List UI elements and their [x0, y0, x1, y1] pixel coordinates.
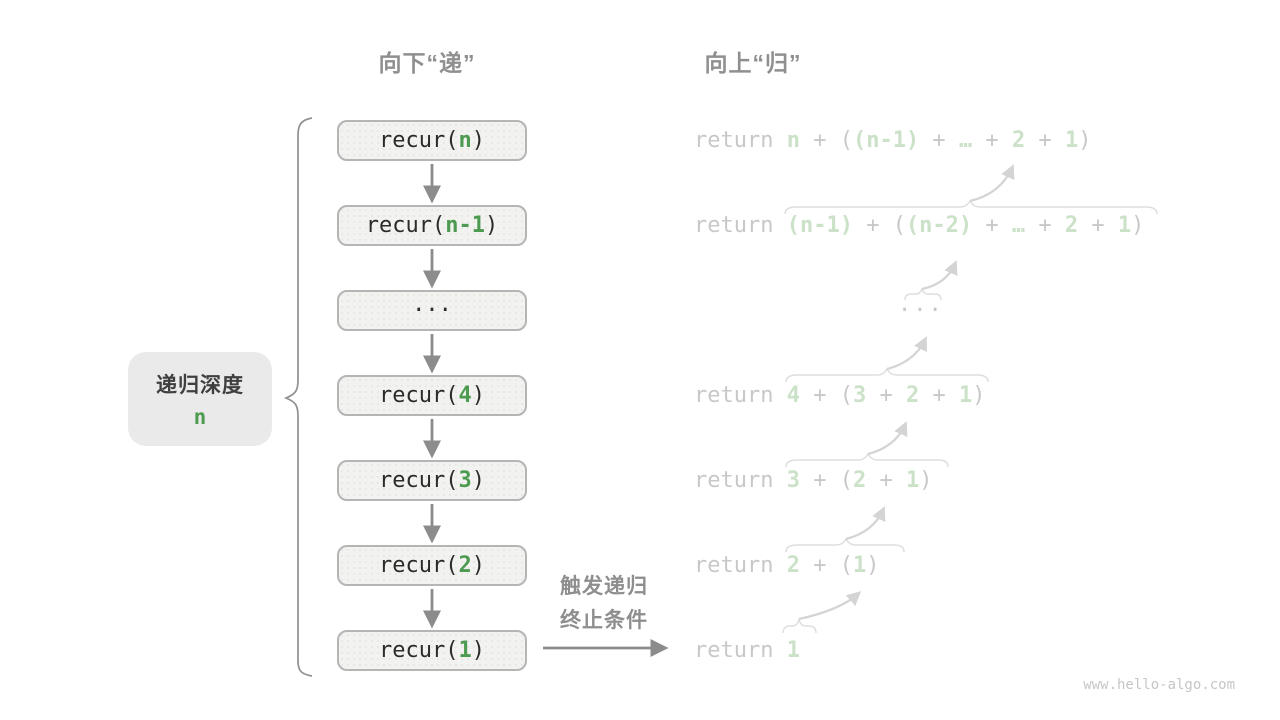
- stack-box-recur-n-1: recur(n-1): [337, 205, 527, 246]
- return-arrow-2: [921, 260, 958, 291]
- stack-box-recur-3: recur(3): [337, 460, 527, 501]
- return-row-ellipsis: ···: [898, 298, 944, 323]
- overbrace-row-6: [785, 537, 905, 553]
- return-arrow-6: [798, 591, 862, 621]
- site-watermark: www.hello-algo.com: [1083, 677, 1235, 693]
- ascend-column-header: 向上“归”: [704, 50, 802, 76]
- termination-annotation-line2: 终止条件: [560, 609, 648, 632]
- return-row-5: return 3 + (2 + 1): [694, 468, 933, 493]
- return-arrow-3: [886, 336, 927, 371]
- return-row-4: return 4 + (3 + 2 + 1): [694, 383, 986, 408]
- return-row-6: return 2 + (1): [694, 553, 880, 578]
- overbrace-row-5: [785, 452, 949, 468]
- return-row-2: return (n-1) + ((n-2) + … + 2 + 1): [694, 213, 1145, 238]
- termination-annotation-line1: 触发递归: [560, 575, 648, 598]
- stack-box-recur-2: recur(2): [337, 545, 527, 586]
- depth-label-title: 递归深度: [156, 374, 244, 397]
- overbrace-row-4: [785, 367, 989, 383]
- depth-label-box: 递归深度 n: [128, 352, 272, 446]
- return-row-1: return n + ((n-1) + … + 2 + 1): [694, 128, 1092, 153]
- return-row-7: return 1: [694, 638, 800, 663]
- depth-label-value: n: [193, 405, 207, 429]
- return-arrow-4: [867, 421, 908, 456]
- return-arrow-1: [969, 164, 1015, 203]
- overbrace-row-7: [782, 617, 817, 634]
- descend-column-header: 向下“递”: [378, 50, 476, 76]
- stack-box-recur-n: recur(n): [337, 120, 527, 161]
- stack-box-recur-4: recur(4): [337, 375, 527, 416]
- stack-box-ellipsis: ···: [337, 290, 527, 331]
- stack-box-recur-1: recur(1): [337, 630, 527, 671]
- depth-brace: [283, 117, 313, 677]
- return-arrow-5: [845, 506, 886, 541]
